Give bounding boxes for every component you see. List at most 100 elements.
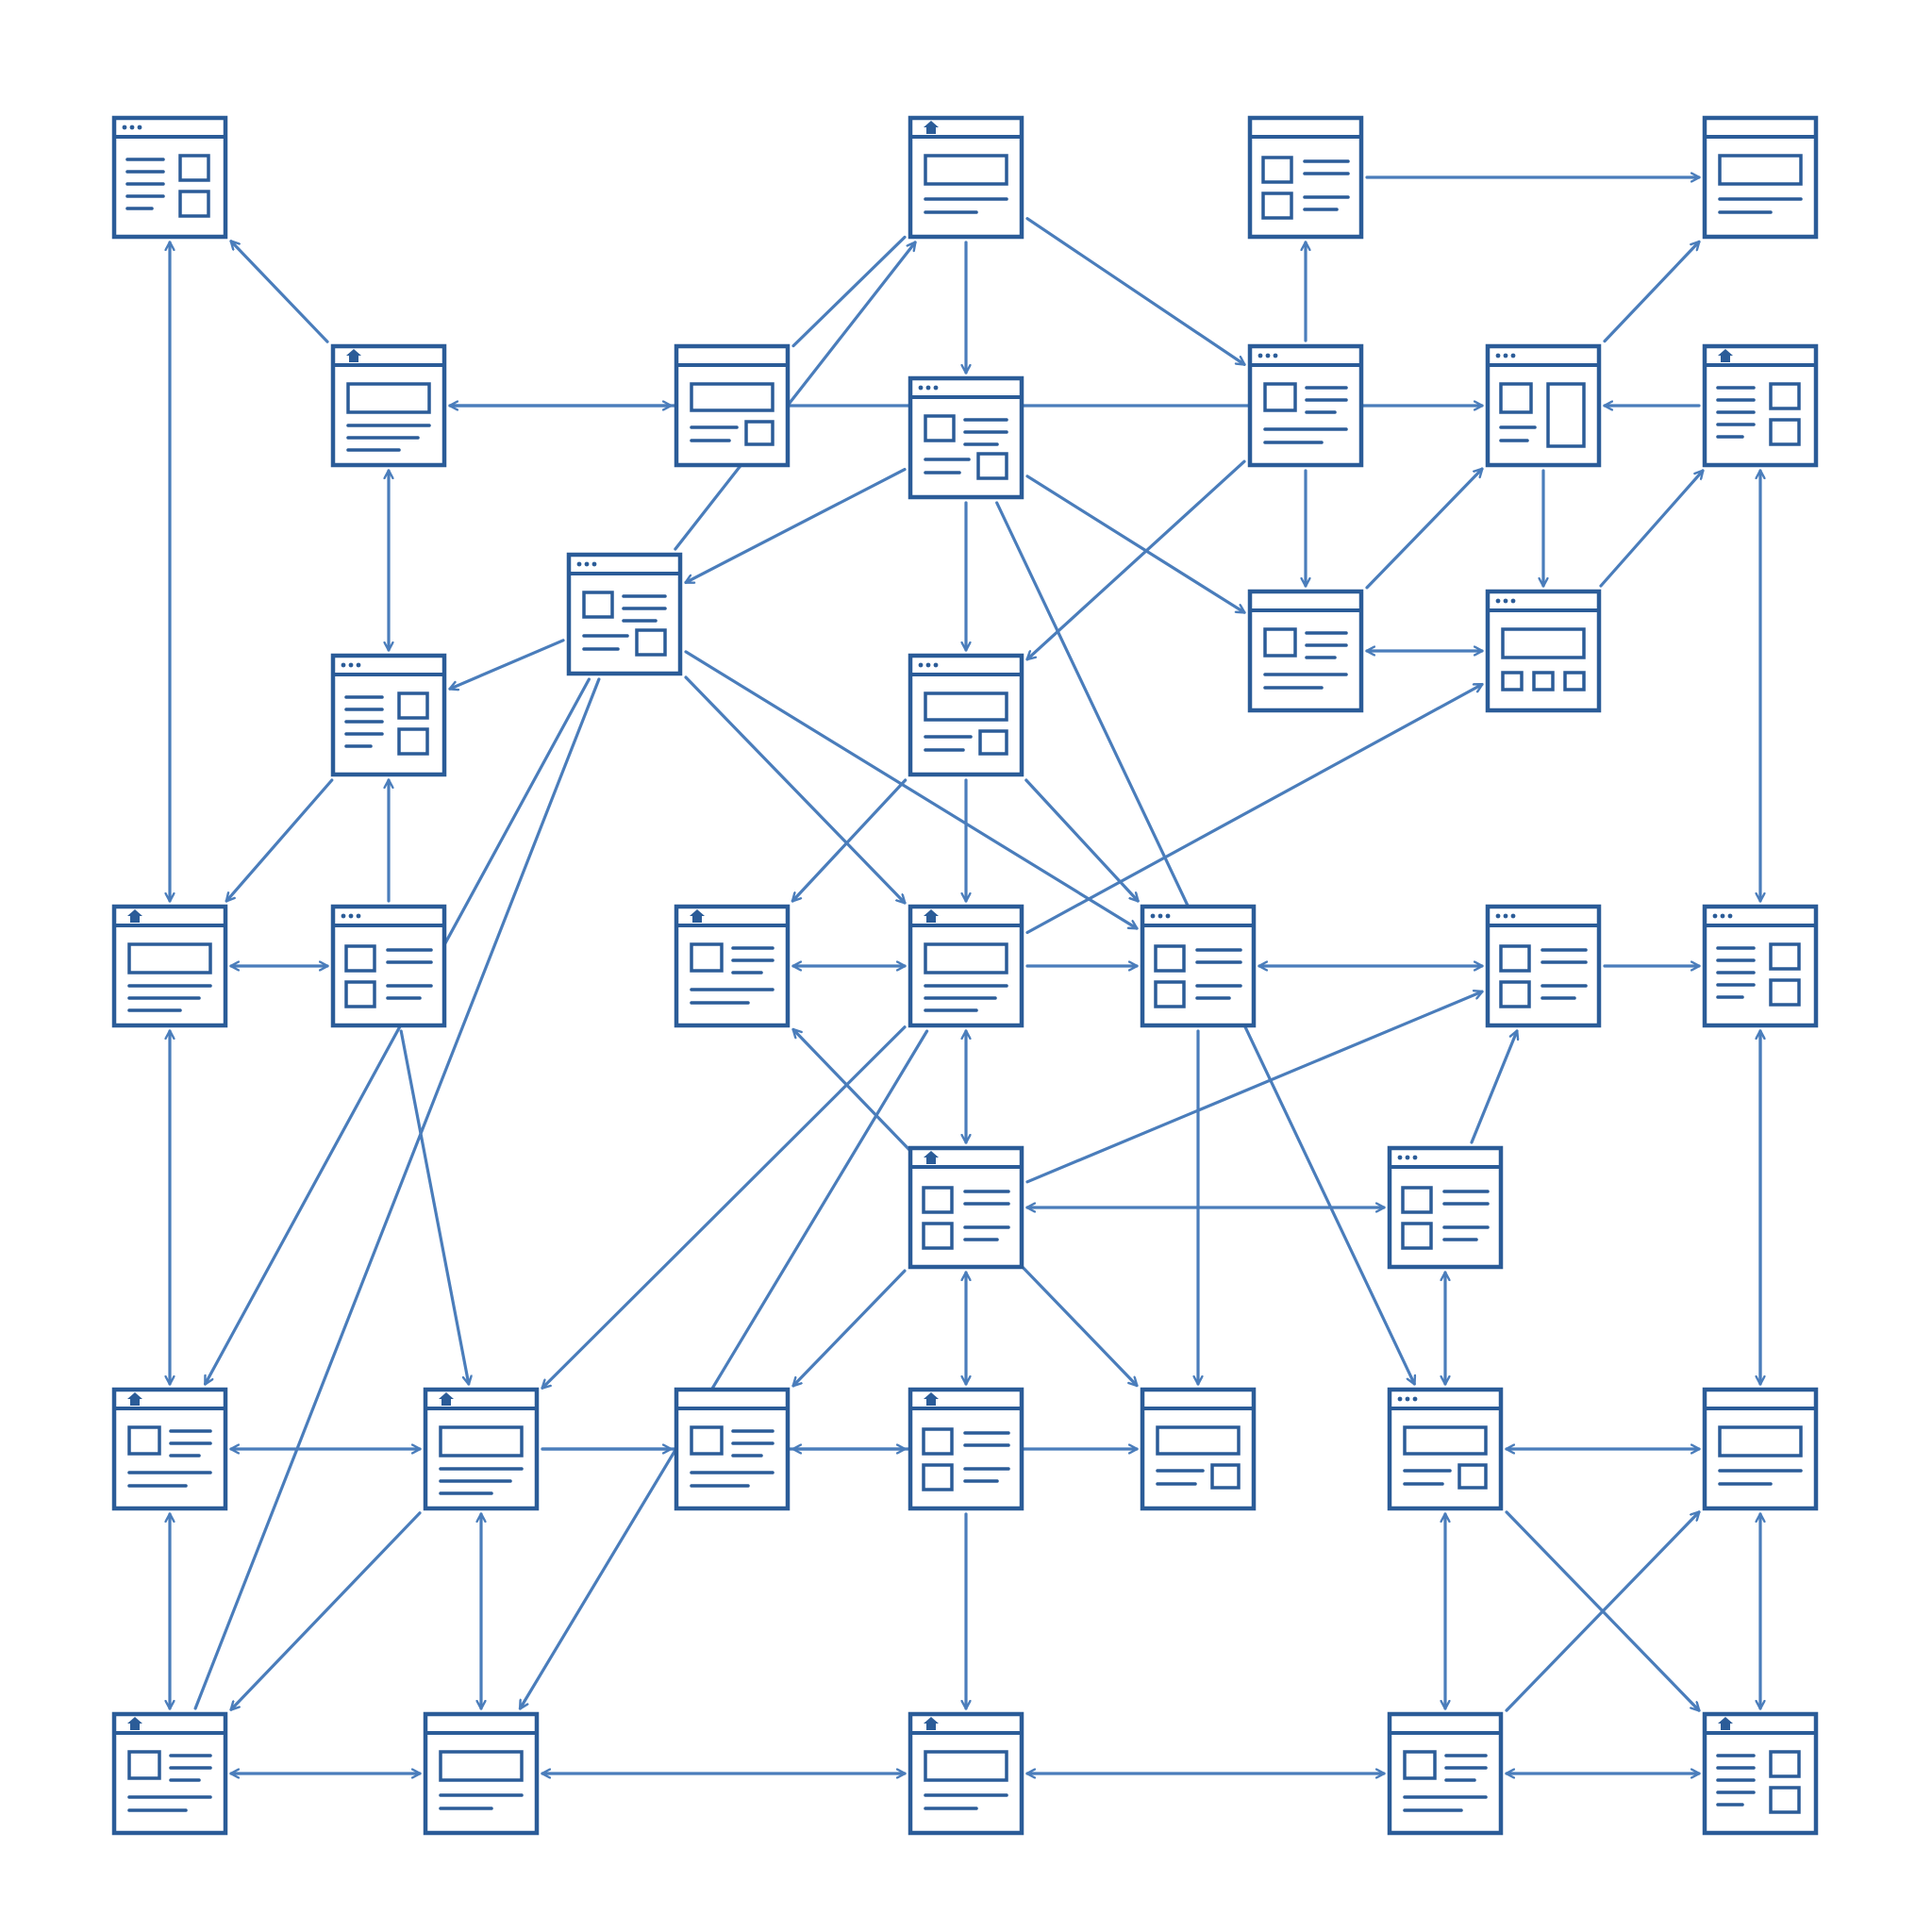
dots-icon (918, 385, 939, 391)
page-node-n26 (423, 1387, 540, 1511)
page-content-wireframe (344, 691, 429, 756)
connector-n09-n04 (1603, 240, 1701, 343)
page-content-wireframe (1716, 382, 1801, 446)
page-content-wireframe (1263, 627, 1348, 690)
page-node-n06 (674, 343, 791, 468)
page-content-wireframe (1716, 942, 1801, 1007)
page-content-wireframe (690, 1425, 774, 1488)
dots-icon (1397, 1155, 1418, 1160)
dots-icon (1495, 353, 1516, 358)
connector-n11-n12 (450, 639, 565, 689)
page-content-wireframe (346, 382, 431, 452)
page-node-n13 (908, 653, 1024, 777)
home-icon (924, 1717, 939, 1730)
home-icon (439, 1392, 454, 1406)
connector-n06-n02 (791, 235, 907, 348)
page-content-wireframe (1154, 944, 1242, 1008)
dots-icon (341, 662, 361, 668)
page-content-wireframe (690, 942, 774, 1005)
connector-n15-n10 (1599, 469, 1705, 588)
page-node-n12 (330, 653, 447, 777)
dots-icon (576, 561, 597, 567)
page-node-n23 (908, 1145, 1024, 1270)
page-content-wireframe (1718, 154, 1803, 214)
page-content-wireframe (924, 414, 1008, 480)
page-content-wireframe (344, 944, 433, 1008)
dots-icon (122, 125, 142, 130)
page-node-n11 (566, 552, 683, 676)
page-node-n01 (111, 115, 228, 240)
page-node-n09 (1485, 343, 1602, 468)
connector-n19-n26 (541, 1025, 907, 1390)
page-node-n07 (908, 375, 1024, 500)
page-node-n28 (908, 1387, 1024, 1511)
connector-n14-n09 (1365, 467, 1484, 590)
page-content-wireframe (439, 1750, 524, 1810)
connector-n24-n21 (1470, 1031, 1517, 1144)
page-content-wireframe (127, 1425, 212, 1488)
dots-icon (918, 662, 939, 668)
page-content-wireframe (127, 1750, 212, 1812)
connector-n02-n08 (1025, 217, 1244, 366)
dots-icon (1257, 353, 1278, 358)
connector-n07-n11 (686, 468, 907, 585)
page-node-n22 (1702, 904, 1819, 1028)
connector-n11-n20 (684, 650, 1137, 930)
page-content-wireframe (924, 942, 1008, 1012)
page-node-n27 (674, 1387, 791, 1511)
page-node-n33 (423, 1711, 540, 1836)
connector-n08-n13 (1025, 459, 1246, 661)
page-node-n29 (1140, 1387, 1257, 1511)
page-content-wireframe (924, 691, 1008, 756)
home-icon (127, 909, 142, 923)
dots-icon (341, 913, 361, 919)
page-node-n24 (1387, 1145, 1504, 1270)
dots-icon (1712, 913, 1733, 919)
page-content-wireframe (1401, 1186, 1490, 1250)
page-content-wireframe (1716, 1750, 1801, 1814)
connector-n07-n14 (1025, 475, 1244, 614)
page-content-wireframe (127, 942, 212, 1012)
page-node-n18 (674, 904, 791, 1028)
page-node-n20 (1140, 904, 1257, 1028)
connector-n05-n01 (229, 240, 329, 343)
connector-n35-n31 (1505, 1510, 1701, 1712)
home-icon (924, 1151, 939, 1164)
page-content-wireframe (690, 382, 774, 446)
connector-n19-n15 (1025, 682, 1482, 935)
page-content-wireframe (922, 1427, 1010, 1491)
page-node-n31 (1702, 1387, 1819, 1511)
home-icon (1718, 1717, 1733, 1730)
page-node-n14 (1247, 589, 1364, 713)
home-icon (690, 909, 705, 923)
page-content-wireframe (924, 1750, 1008, 1810)
connector-n17-n26 (399, 1029, 469, 1384)
page-content-wireframe (582, 591, 667, 657)
page-content-wireframe (125, 154, 210, 218)
home-icon (127, 1717, 142, 1730)
page-content-wireframe (1501, 627, 1586, 691)
page-content-wireframe (1261, 156, 1350, 220)
page-content-wireframe (922, 1186, 1010, 1250)
page-node-n25 (111, 1387, 228, 1511)
page-node-n05 (330, 343, 447, 468)
page-content-wireframe (1499, 944, 1588, 1008)
page-node-n02 (908, 115, 1024, 240)
connector-n11-n02 (674, 241, 917, 551)
page-content-wireframe (439, 1425, 524, 1495)
page-content-wireframe (1263, 382, 1348, 444)
dots-icon (1495, 598, 1516, 604)
page-node-layer (111, 115, 1819, 1836)
page-node-n30 (1387, 1387, 1504, 1511)
page-node-n15 (1485, 589, 1602, 713)
page-node-n32 (111, 1711, 228, 1836)
page-node-n19 (908, 904, 1024, 1028)
page-content-wireframe (1403, 1750, 1488, 1812)
page-node-n03 (1247, 115, 1364, 240)
home-icon (924, 121, 939, 134)
page-content-wireframe (1499, 382, 1586, 448)
page-node-n16 (111, 904, 228, 1028)
connector-n11-n25 (204, 677, 591, 1384)
home-icon (346, 349, 361, 362)
